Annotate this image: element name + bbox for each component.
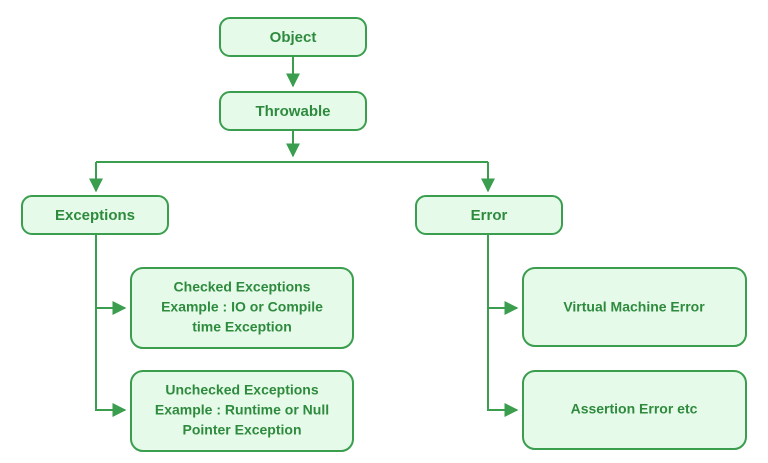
node-checked-exceptions-line-1: Checked Exceptions (174, 279, 311, 295)
edge-exceptions-to-unchecked (95, 308, 127, 417)
node-unchecked-exceptions-line-2: Example : Runtime or Null (155, 402, 329, 418)
node-error-label: Error (471, 207, 508, 224)
node-checked-exceptions[interactable]: Checked Exceptions Example : IO or Compi… (130, 267, 354, 349)
node-exceptions[interactable]: Exceptions (21, 195, 169, 235)
node-checked-exceptions-box (130, 267, 354, 349)
edge-exceptions-to-checked (95, 233, 127, 315)
node-checked-exceptions-line-3: time Exception (192, 319, 292, 335)
node-checked-exceptions-line-2: Example : IO or Compile (161, 299, 323, 315)
edge-error-to-assertion-error (487, 308, 519, 417)
edge-error-to-vm-error (487, 233, 519, 315)
node-error[interactable]: Error (415, 195, 563, 235)
node-unchecked-exceptions-box (130, 370, 354, 452)
node-error-box (415, 195, 563, 235)
node-unchecked-exceptions-line-3: Pointer Exception (182, 422, 301, 438)
node-virtual-machine-error-label: Virtual Machine Error (563, 299, 705, 315)
node-throwable[interactable]: Throwable (219, 91, 367, 131)
node-assertion-error-box (522, 370, 747, 450)
node-object[interactable]: Object (219, 17, 367, 57)
node-throwable-label: Throwable (255, 103, 330, 120)
node-object-box (219, 17, 367, 57)
node-object-label: Object (270, 29, 317, 46)
node-assertion-error[interactable]: Assertion Error etc (522, 370, 747, 450)
node-exceptions-box (21, 195, 169, 235)
node-exceptions-label: Exceptions (55, 207, 135, 224)
node-unchecked-exceptions[interactable]: Unchecked Exceptions Example : Runtime o… (130, 370, 354, 452)
node-throwable-box (219, 91, 367, 131)
node-virtual-machine-error[interactable]: Virtual Machine Error (522, 267, 747, 347)
node-virtual-machine-error-box (522, 267, 747, 347)
node-assertion-error-label: Assertion Error etc (571, 401, 698, 417)
node-unchecked-exceptions-line-1: Unchecked Exceptions (165, 382, 318, 398)
